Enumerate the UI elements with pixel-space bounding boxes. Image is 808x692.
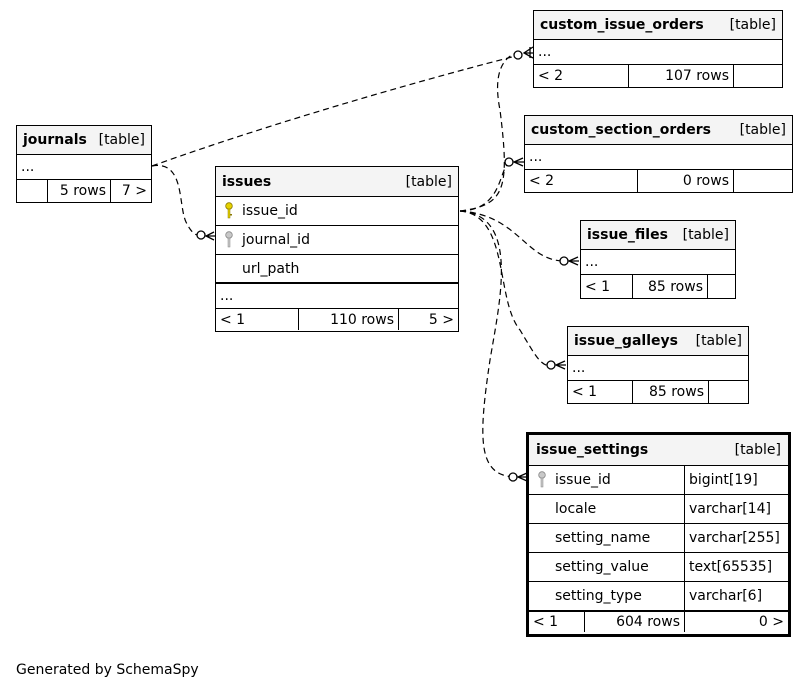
parents-count[interactable]: < 2 — [525, 170, 638, 192]
column-name: locale — [555, 501, 597, 517]
edge-journals-custom-issue-orders — [151, 54, 521, 167]
column-type: varchar[255] — [684, 524, 788, 552]
ellipsis-row: ... — [534, 40, 782, 65]
edge-optional-circle — [196, 230, 206, 240]
table-footer: < 2 0 rows — [525, 170, 792, 192]
column-row: url_path — [216, 255, 458, 284]
table-journals[interactable]: journals [table] ... 5 rows 7 > — [16, 125, 152, 203]
column-row: journal_id — [216, 226, 458, 255]
table-issue-settings[interactable]: issue_settings [table] issue_id bigint[1… — [526, 432, 791, 637]
table-kind: [table] — [405, 173, 452, 190]
table-issue-galleys[interactable]: issue_galleys [table] ... < 1 85 rows — [567, 326, 749, 404]
table-footer: < 1 604 rows 0 > — [529, 612, 788, 632]
parents-count — [17, 180, 48, 202]
edge-journals-issues — [151, 165, 204, 237]
table-custom-issue-orders[interactable]: custom_issue_orders [table] ... < 2 107 … — [533, 10, 783, 88]
column-name: setting_name — [555, 530, 651, 546]
children-count[interactable]: 5 > — [428, 311, 454, 328]
table-footer: 5 rows 7 > — [17, 180, 151, 202]
ellipsis-row: ... — [216, 284, 458, 309]
edge-issues-issue-galleys — [459, 210, 551, 367]
edge-crowfoot — [567, 256, 579, 266]
row-count: 110 rows — [299, 309, 399, 330]
table-footer: < 1 110 rows 5 > — [216, 309, 458, 330]
parents-count[interactable]: < 1 — [581, 275, 633, 298]
foreign-key-icon — [529, 471, 555, 489]
row-count: 85 rows — [633, 381, 709, 403]
children-count — [734, 170, 792, 192]
parents-count[interactable]: < 1 — [216, 309, 299, 330]
column-type: varchar[6] — [684, 582, 788, 610]
edge-crowfoot — [204, 231, 216, 241]
edge-issues-custom-issue-orders — [459, 51, 521, 212]
parents-count[interactable]: < 1 — [529, 612, 585, 632]
column-name: setting_type — [555, 588, 642, 604]
foreign-key-icon — [216, 231, 242, 249]
ellipsis-row: ... — [581, 250, 735, 275]
column-name: url_path — [242, 260, 300, 277]
table-name: custom_issue_orders — [540, 17, 704, 33]
row-count: 604 rows — [585, 612, 685, 632]
children-count — [709, 381, 748, 403]
edge-crowfoot — [522, 46, 534, 59]
column-name: issue_id — [242, 203, 298, 219]
table-issue-files[interactable]: issue_files [table] ... < 1 85 rows — [580, 220, 736, 299]
table-name: issues — [222, 173, 272, 190]
children-count — [734, 65, 782, 87]
edge-issues-custom-section-orders — [459, 161, 512, 212]
edge-crowfoot — [512, 157, 524, 167]
column-row: setting_type varchar[6] — [529, 582, 788, 612]
children-count: 0 > — [758, 614, 784, 630]
column-row: setting_name varchar[255] — [529, 524, 788, 553]
table-name: custom_section_orders — [531, 122, 711, 138]
column-name: setting_value — [555, 559, 649, 575]
column-row: issue_id — [216, 197, 458, 226]
table-kind: [table] — [98, 132, 145, 148]
column-type: bigint[19] — [684, 466, 788, 494]
table-name: issue_galleys — [574, 333, 678, 349]
column-type: text[65535] — [684, 553, 788, 581]
table-footer: < 1 85 rows — [581, 275, 735, 298]
column-row: setting_value text[65535] — [529, 553, 788, 582]
ellipsis-row: ... — [568, 356, 748, 381]
column-row: locale varchar[14] — [529, 495, 788, 524]
row-count: 0 rows — [638, 170, 734, 192]
table-footer: < 2 107 rows — [534, 65, 782, 87]
edge-optional-circle — [546, 360, 556, 370]
column-name: issue_id — [555, 472, 611, 488]
table-name: issue_settings — [536, 442, 649, 458]
table-footer: < 1 85 rows — [568, 381, 748, 403]
children-count[interactable]: 7 > — [121, 183, 147, 199]
edge-crowfoot — [554, 360, 566, 370]
table-name: journals — [23, 132, 87, 148]
column-type: varchar[14] — [684, 495, 788, 523]
table-issues[interactable]: issues [table] issue_id journal_id url_p… — [215, 166, 459, 332]
edge-issues-issue-settings — [459, 210, 515, 478]
column-row: issue_id bigint[19] — [529, 466, 788, 495]
row-count: 85 rows — [633, 275, 708, 298]
ellipsis-row: ... — [17, 155, 151, 180]
edge-optional-circle — [513, 50, 523, 60]
table-kind: [table] — [682, 227, 729, 243]
parents-count[interactable]: < 1 — [568, 381, 633, 403]
row-count: 5 rows — [48, 180, 111, 202]
table-kind: [table] — [734, 442, 781, 458]
table-name: issue_files — [587, 227, 668, 243]
key-icon — [216, 202, 242, 220]
ellipsis-row: ... — [525, 145, 792, 170]
children-count — [708, 275, 735, 298]
edge-optional-circle — [508, 472, 518, 482]
table-kind: [table] — [695, 333, 742, 349]
edge-optional-circle — [559, 256, 569, 266]
table-kind: [table] — [729, 17, 776, 33]
row-count: 107 rows — [629, 65, 734, 87]
parents-count[interactable]: < 2 — [534, 65, 629, 87]
table-custom-section-orders[interactable]: custom_section_orders [table] ... < 2 0 … — [524, 115, 793, 193]
column-name: journal_id — [242, 232, 310, 248]
generator-credit: Generated by SchemaSpy — [16, 662, 199, 678]
edge-optional-circle — [504, 157, 514, 167]
table-kind: [table] — [739, 122, 786, 138]
edge-issues-issue-files — [459, 210, 567, 262]
